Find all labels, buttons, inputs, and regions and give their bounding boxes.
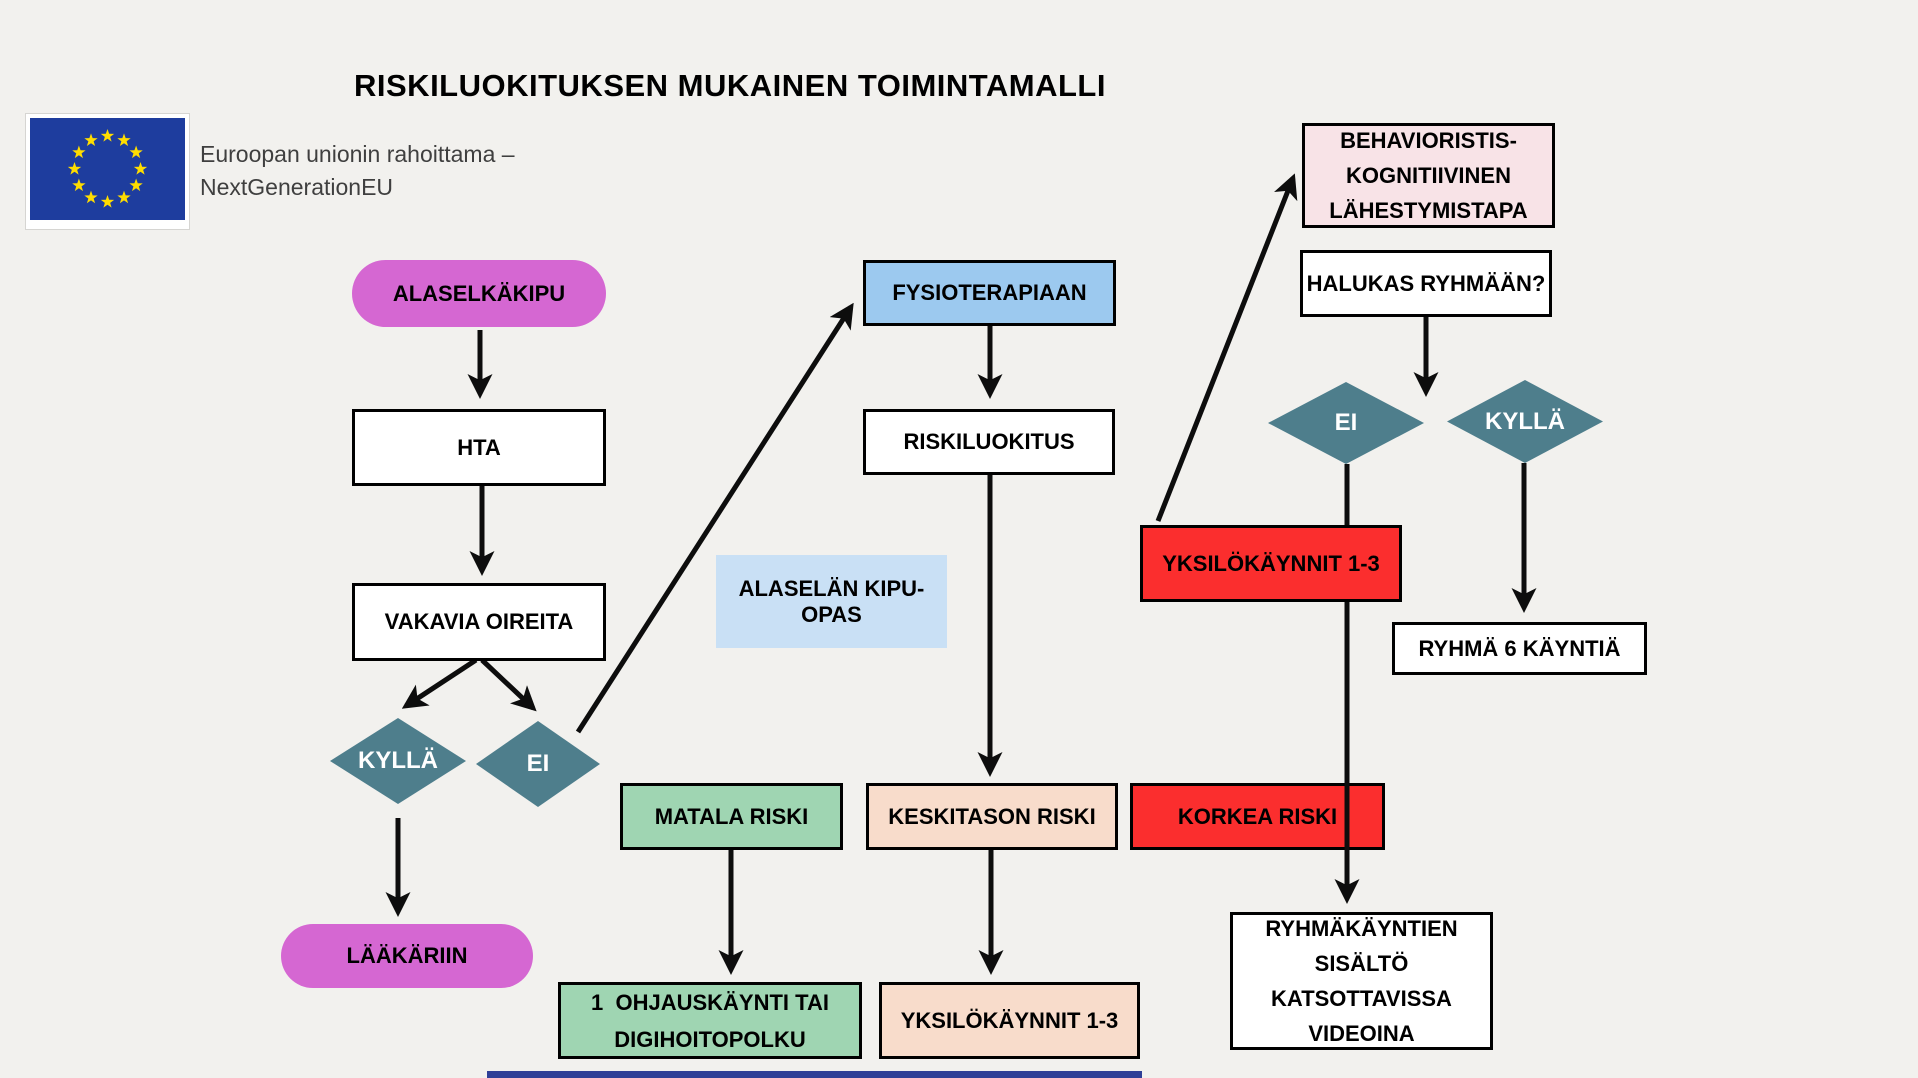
cut-off-bottom-shape <box>487 1071 1142 1078</box>
node-behavioristis-kognitiivinen: BEHAVIORISTIS- KOGNITIIVINEN LÄHESTYMIST… <box>1302 123 1555 228</box>
arrow-vakavia-to-ei <box>480 658 537 712</box>
node-fysioterapiaan: FYSIOTERAPIAAN <box>863 260 1116 326</box>
node-halukas-ryhmaan: HALUKAS RYHMÄÄN? <box>1300 250 1552 317</box>
node-keskitason-riski: KESKITASON RISKI <box>866 783 1118 850</box>
node-ryhmakayntien-sisalto: RYHMÄKÄYNTIEN SISÄLTÖ KATSOTTAVISSA VIDE… <box>1230 912 1493 1050</box>
node-yksilokaynnit-korkea: YKSILÖKÄYNNIT 1-3 <box>1140 525 1402 602</box>
arrow-vakavia-to-kylla <box>401 657 478 709</box>
node-matala-riski: MATALA RISKI <box>620 783 843 850</box>
page-title: RISKILUOKITUKSEN MUKAINEN TOIMINTAMALLI <box>354 68 1106 103</box>
node-yksilokaynnit-keskitaso: YKSILÖKÄYNNIT 1-3 <box>879 982 1140 1059</box>
eu-flag <box>25 113 190 230</box>
node-laakariin: LÄÄKÄRIIN <box>281 924 533 988</box>
eu-funding-text: Euroopan unionin rahoittama – NextGenera… <box>200 141 515 201</box>
eu-flag-image <box>30 118 185 220</box>
node-vakavia-oireita: VAKAVIA OIREITA <box>352 583 606 661</box>
node-korkea-riski: KORKEA RISKI <box>1130 783 1385 850</box>
node-riskiluokitus: RISKILUOKITUS <box>863 409 1115 475</box>
arrow-yksilo-to-behavioristis <box>1155 173 1298 522</box>
node-ryhma-6-kayntia: RYHMÄ 6 KÄYNTIÄ <box>1392 622 1647 675</box>
node-alaselkakipu: ALASELKÄKIPU <box>352 260 606 327</box>
node-ohjauskaynti: 1 OHJAUSKÄYNTI TAI DIGIHOITOPOLKU <box>558 982 862 1059</box>
node-alaselan-kipu-opas: ALASELÄN KIPU- OPAS <box>716 555 947 648</box>
arrow-ei-to-fysioterapiaan <box>575 302 854 734</box>
node-hta: HTA <box>352 409 606 486</box>
